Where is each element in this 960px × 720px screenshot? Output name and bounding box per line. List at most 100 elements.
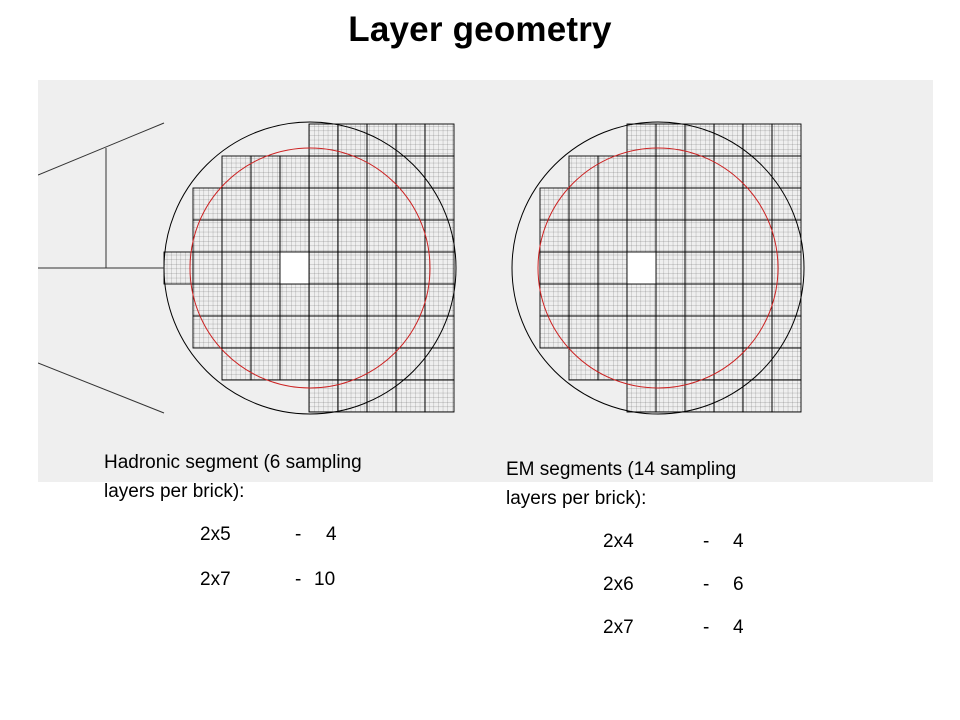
em-caption-line1: EM segments (14 sampling — [506, 459, 737, 480]
brick-cell — [742, 251, 773, 285]
hadronic-row: 2x5 - 4 — [200, 524, 337, 612]
brick-cell — [337, 315, 368, 349]
brick-cell — [192, 283, 223, 317]
brick-cell — [597, 155, 628, 189]
brick-cell — [308, 123, 339, 157]
brick-cell — [366, 315, 397, 349]
brick-cell — [424, 187, 455, 221]
figure-panel — [38, 80, 933, 482]
brick-cell — [568, 187, 599, 221]
brick-cell — [337, 347, 368, 381]
brick-cell — [308, 251, 339, 285]
brick-cell — [597, 347, 628, 381]
brick-count: 6 — [733, 574, 744, 595]
brick-cell — [655, 251, 686, 285]
brick-cell — [424, 379, 455, 413]
brick-cell — [279, 219, 310, 253]
brick-cell — [713, 251, 744, 285]
brick-cell — [597, 251, 628, 285]
brick-cell — [250, 187, 281, 221]
brick-cell — [713, 315, 744, 349]
brick-cell — [221, 187, 252, 221]
brick-cell — [337, 251, 368, 285]
brick-cell — [626, 187, 657, 221]
brick-cell — [771, 123, 802, 157]
brick-cell — [424, 123, 455, 157]
brick-cell — [250, 283, 281, 317]
brick-cell — [713, 187, 744, 221]
brick-cell — [771, 379, 802, 413]
brick-count: 10 — [314, 569, 336, 590]
brick-cell — [655, 155, 686, 189]
brick-cell — [771, 251, 802, 285]
brick-cell — [308, 379, 339, 413]
hadronic-segment-grid — [163, 121, 457, 415]
brick-cell — [366, 283, 397, 317]
brick-cell — [192, 187, 223, 221]
brick-size: 2x7 — [200, 569, 231, 590]
separator-dash: - — [295, 524, 302, 545]
brick-cell — [568, 219, 599, 253]
separator-dash: - — [703, 574, 710, 595]
brick-cell — [279, 283, 310, 317]
brick-cell — [366, 123, 397, 157]
brick-cell — [742, 315, 773, 349]
brick-cell — [192, 315, 223, 349]
brick-cell — [308, 155, 339, 189]
brick-cell — [250, 219, 281, 253]
brick-cell — [395, 187, 426, 221]
brick-cell — [626, 347, 657, 381]
brick-cell — [684, 315, 715, 349]
em-row: 2x7 - 4 — [603, 617, 744, 705]
separator-dash: - — [703, 617, 710, 638]
brick-cell — [626, 283, 657, 317]
brick-cell — [395, 123, 426, 157]
brick-cell — [597, 187, 628, 221]
brick-cell — [337, 379, 368, 413]
brick-cell — [742, 283, 773, 317]
brick-cell — [221, 347, 252, 381]
brick-cell — [279, 315, 310, 349]
brick-cell — [395, 219, 426, 253]
brick-cell — [308, 315, 339, 349]
brick-cell — [597, 315, 628, 349]
inner-circle — [537, 147, 779, 389]
brick-cell — [221, 283, 252, 317]
brick-cell — [337, 219, 368, 253]
brick-cell — [337, 123, 368, 157]
hadronic-caption-line2: layers per brick): — [104, 481, 245, 502]
brick-cell — [655, 219, 686, 253]
brick-cell — [771, 219, 802, 253]
brick-cell — [366, 187, 397, 221]
brick-cell — [684, 379, 715, 413]
brick-cell — [337, 155, 368, 189]
brick-cell — [279, 155, 310, 189]
brick-size: 2x5 — [200, 524, 231, 545]
brick-cell — [395, 379, 426, 413]
brick-cell — [684, 251, 715, 285]
brick-cell — [655, 315, 686, 349]
brick-cell — [250, 251, 281, 285]
brick-cell — [395, 251, 426, 285]
separator-dash: - — [703, 531, 710, 552]
brick-cell — [655, 187, 686, 221]
brick-cell — [539, 251, 570, 285]
brick-count: 4 — [326, 524, 337, 545]
brick-cell — [713, 283, 744, 317]
brick-cell — [655, 347, 686, 381]
beam-hole — [279, 251, 310, 285]
brick-cell — [684, 123, 715, 157]
brick-cell — [684, 283, 715, 317]
brick-cell — [684, 347, 715, 381]
brick-cell — [597, 283, 628, 317]
inner-circle — [189, 147, 431, 389]
brick-cell — [308, 347, 339, 381]
brick-cell — [568, 251, 599, 285]
layer-diagram — [38, 121, 805, 415]
hadronic-caption: Hadronic segment (6 sampling layers per … — [104, 448, 454, 506]
beam-lines — [38, 122, 165, 414]
brick-cell — [597, 219, 628, 253]
brick-cell — [395, 315, 426, 349]
em-row: 2x4 - 4 — [603, 531, 744, 619]
brick-cell — [308, 187, 339, 221]
